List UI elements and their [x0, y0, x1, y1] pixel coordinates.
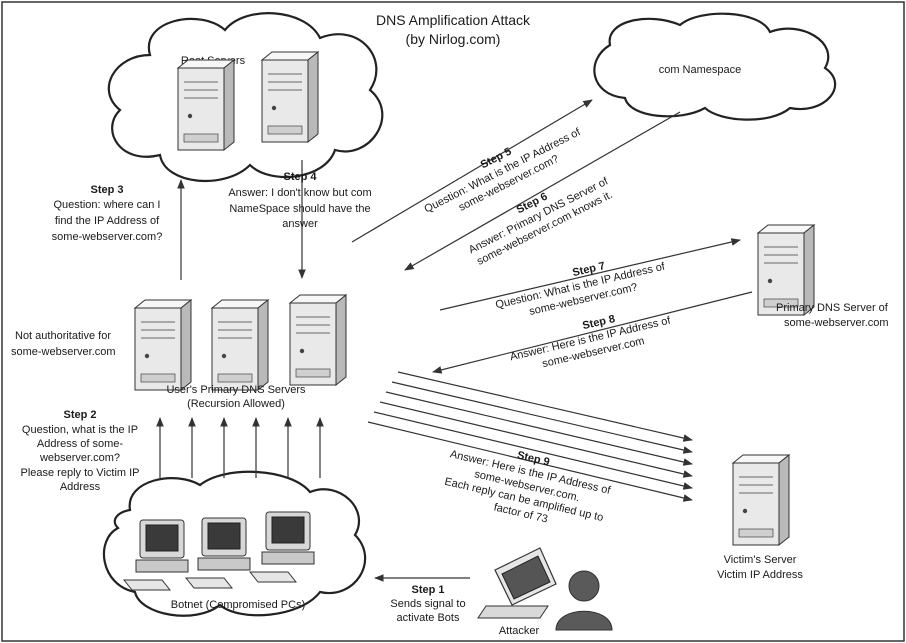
step5-arrow [351, 99, 593, 243]
step8-arrow [432, 291, 753, 374]
step1-line-1: Sends signal to [390, 598, 465, 610]
com-namespace-cloud: com Namespace [593, 12, 837, 121]
step2-label: Step 2 [63, 409, 96, 421]
root-server-1-icon [177, 59, 235, 151]
user-dns-label: User's Primary DNS Servers [166, 384, 306, 396]
laptop-icon [477, 547, 557, 619]
botnet-cloud: Botnet (Compromised PCs) [103, 470, 367, 617]
step9-text: Step 9 Answer: Here is the IP Address of… [443, 448, 612, 525]
step9-arrow-3 [385, 391, 693, 466]
step3-line-1: Question: where can I [53, 199, 160, 211]
step9-arrow-1 [397, 371, 693, 442]
not-authoritative-domain: some-webserver.com [11, 346, 116, 358]
botnet-label: Botnet (Compromised PCs) [171, 599, 306, 611]
step4-text: Step 4 Answer: I don't know but com Name… [228, 171, 371, 230]
step3-line-3: some-webserver.com? [52, 231, 163, 243]
victim-label: Victim's Server [724, 554, 797, 566]
attacker-group: Attacker [477, 547, 613, 637]
user-dns-server-2-icon [211, 299, 269, 391]
step1-text: Step 1 Sends signal to activate Bots [390, 584, 465, 624]
user-dns-sublabel: (Recursion Allowed) [187, 398, 285, 410]
step2-line-4: Please reply to Victim IP [20, 467, 139, 479]
step2-text: Step 2 Question, what is the IP Address … [20, 409, 139, 493]
not-authoritative-label: Not authoritative for [15, 330, 111, 342]
step3-text: Step 3 Question: where can I find the IP… [52, 184, 163, 243]
diagram-title: DNS Amplification Attack [376, 12, 531, 28]
step9-arrow-6 [367, 421, 693, 502]
user-dns-server-1-icon [134, 299, 192, 391]
step4-label: Step 4 [283, 171, 317, 183]
step1-label: Step 1 [411, 584, 444, 596]
step9-arrow-2 [391, 381, 693, 454]
step3-line-2: find the IP Address of [55, 215, 160, 227]
step1-line-2: activate Bots [397, 612, 460, 624]
step6-arrow [404, 111, 681, 271]
step5-text: Step 5 Question: What is the IP Address … [422, 126, 583, 216]
primary-dns-domain: some-webserver.com [784, 317, 889, 329]
diagram-subtitle: (by Nirlog.com) [406, 31, 501, 47]
root-servers-cloud: Root Servers [107, 12, 384, 183]
step4-line-2: NameSpace should have the [229, 203, 370, 215]
user-dns-server-3-icon [289, 294, 347, 386]
victim-server-icon [732, 454, 790, 546]
attacker-label: Attacker [499, 625, 540, 637]
step4-line-3: answer [282, 218, 318, 230]
step2-line-5: Address [60, 481, 101, 493]
step3-label: Step 3 [90, 184, 123, 196]
step4-line-1: Answer: I don't know but com [228, 187, 371, 199]
step9-arrow-4 [379, 401, 693, 478]
step7-text: Step 7 Question: What is the IP Address … [494, 260, 667, 318]
person-icon [555, 570, 613, 631]
victim-ip-label: Victim IP Address [717, 569, 803, 581]
root-server-2-icon [261, 51, 319, 143]
com-namespace-label: com Namespace [659, 64, 742, 76]
step7-arrow [439, 238, 741, 311]
step9-arrow-5 [373, 411, 693, 490]
step2-line-3: webserver.com? [39, 452, 120, 464]
primary-dns-label: Primary DNS Server of [776, 302, 889, 314]
step2-line-1: Question, what is the IP [22, 424, 138, 436]
step2-line-2: Address of some- [37, 438, 124, 450]
